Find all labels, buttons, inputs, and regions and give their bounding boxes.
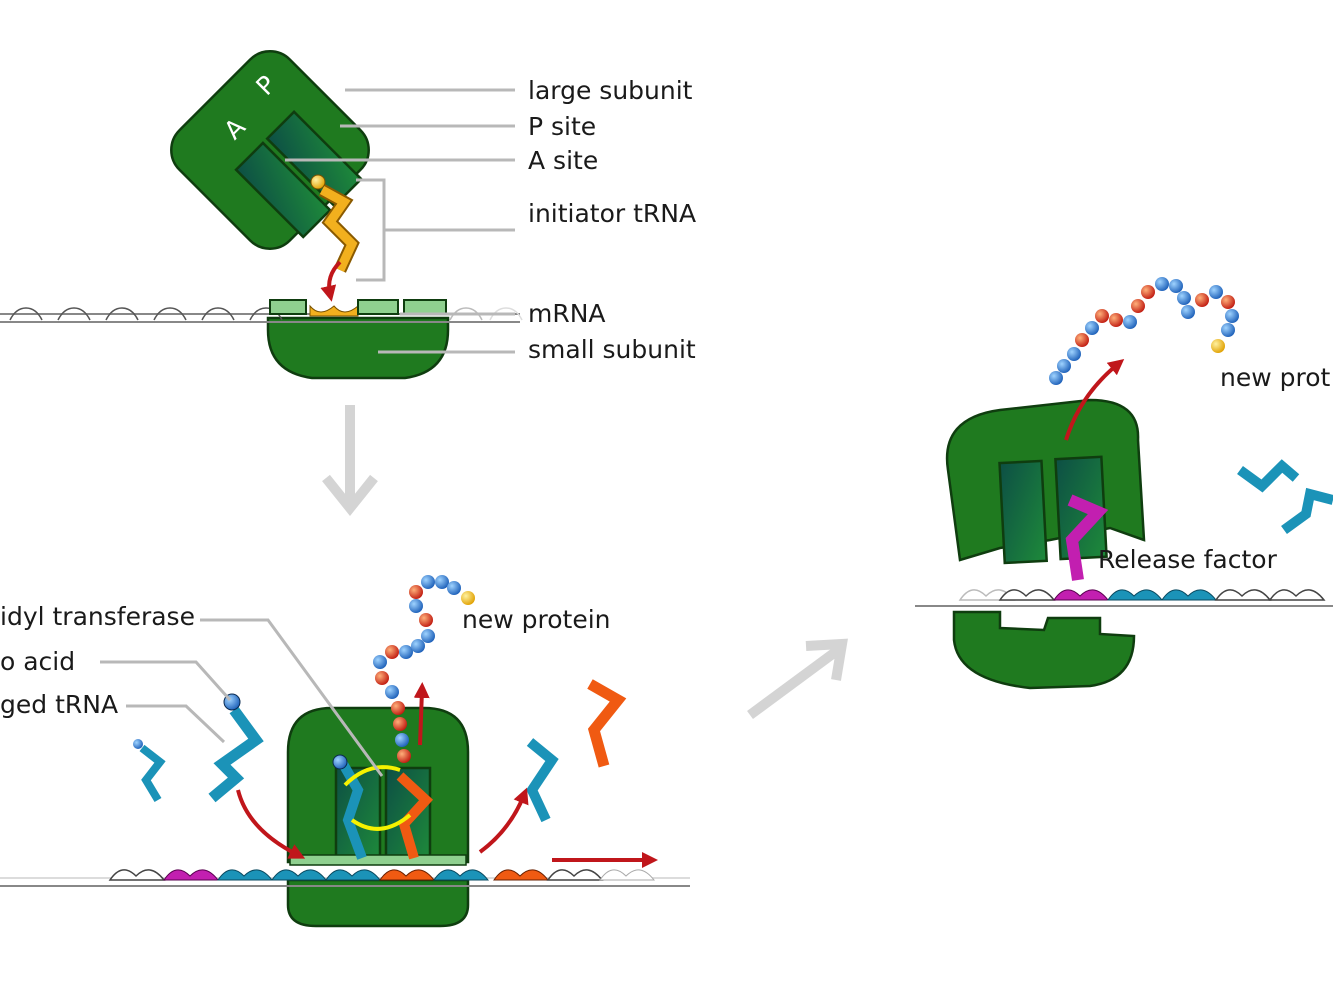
elongation-small-subunit [286, 878, 470, 928]
label-charged-trna: ged tRNA [0, 690, 118, 719]
label-amino-acid: o acid [0, 647, 75, 676]
yellow-transfer-arrow-2 [350, 813, 412, 831]
free-trna-small [139, 744, 166, 803]
trna-in-p-site [396, 772, 434, 860]
elongation-protein-chain [373, 575, 475, 763]
label-a-site: A site [528, 146, 598, 175]
small-subunit [266, 316, 450, 380]
label-small-subunit: small subunit [528, 335, 696, 364]
release-factor [1065, 494, 1109, 581]
label-new-protein-elongation: new protein [462, 605, 611, 634]
termination-mrna [915, 589, 1333, 607]
label-new-protein-termination: new prot [1220, 363, 1331, 392]
yellow-transfer-arrow-1 [343, 765, 401, 787]
transition-arrow-diagonal [747, 638, 848, 720]
red-arrow-initiation [320, 260, 342, 302]
termination-small-subunit [952, 610, 1136, 690]
transition-arrow-down [322, 405, 378, 517]
label-peptidyl-transferase: idyl transferase [0, 602, 195, 631]
initiation-panel: A P [0, 50, 696, 380]
trna-in-a-site [337, 759, 367, 860]
label-p-site: P site [528, 112, 596, 141]
termination-panel: new prot Release factor [915, 277, 1333, 690]
label-release-factor: Release factor [1098, 545, 1278, 574]
departing-trna-1 [1237, 459, 1300, 493]
a-site [234, 141, 332, 239]
elongation-mrna [0, 854, 690, 887]
released-protein-chain [1049, 277, 1239, 385]
label-mrna: mRNA [528, 299, 606, 328]
label-large-subunit: large subunit [528, 76, 693, 105]
exiting-trna-orange [587, 679, 627, 768]
large-subunit [170, 50, 370, 250]
departing-trna-2 [1281, 487, 1333, 535]
charged-trna [208, 706, 264, 803]
elongation-panel: idyl transferase o acid ged tRNA new pro… [0, 575, 690, 928]
exiting-trna-blue [526, 738, 559, 823]
label-initiator-trna: initiator tRNA [528, 199, 696, 228]
initiator-amino-acid [310, 174, 326, 190]
